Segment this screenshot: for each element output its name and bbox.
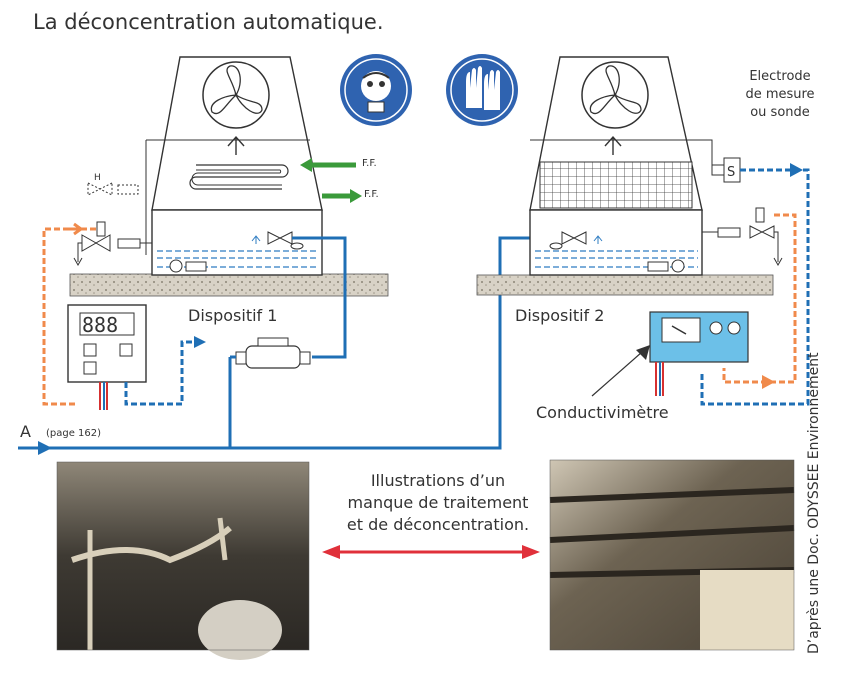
credit-text: D’après une Doc. ODYSSEE Environnement bbox=[806, 352, 822, 654]
electrode-label: Electrode de mesure ou sonde bbox=[745, 69, 815, 120]
fan-icon bbox=[202, 61, 270, 129]
face-shield-icon bbox=[340, 54, 412, 126]
svg-text:888: 888 bbox=[82, 313, 118, 337]
photo-right bbox=[549, 459, 795, 651]
ff-arrows bbox=[300, 158, 362, 203]
photo-left bbox=[56, 461, 310, 660]
cooling-tower-1: H bbox=[42, 56, 389, 406]
device2-label: Dispositif 2 bbox=[515, 306, 605, 325]
device1-label: Dispositif 1 bbox=[188, 306, 278, 325]
red-double-arrow bbox=[322, 545, 540, 559]
fan-icon bbox=[581, 61, 649, 129]
ff-label-1: F.F. bbox=[362, 158, 377, 169]
conductivity-meter bbox=[591, 311, 749, 397]
gloves-icon bbox=[446, 54, 518, 126]
cooling-tower-2: S bbox=[476, 56, 810, 406]
ff-label-2: F.F. bbox=[364, 189, 379, 200]
sonde-letter: S bbox=[727, 165, 735, 180]
h-letter: H bbox=[94, 173, 101, 183]
photo-caption: Illustrations d’un manque de traitement … bbox=[346, 471, 530, 534]
page-title: La déconcentration automatique. bbox=[33, 10, 384, 34]
controller-box-1: 888 bbox=[67, 304, 206, 410]
a-ref-label: (page 162) bbox=[46, 428, 102, 439]
water-meter-icon bbox=[228, 337, 311, 448]
a-label: A bbox=[20, 422, 31, 441]
conductivimetre-label: Conductivimètre bbox=[536, 403, 669, 422]
